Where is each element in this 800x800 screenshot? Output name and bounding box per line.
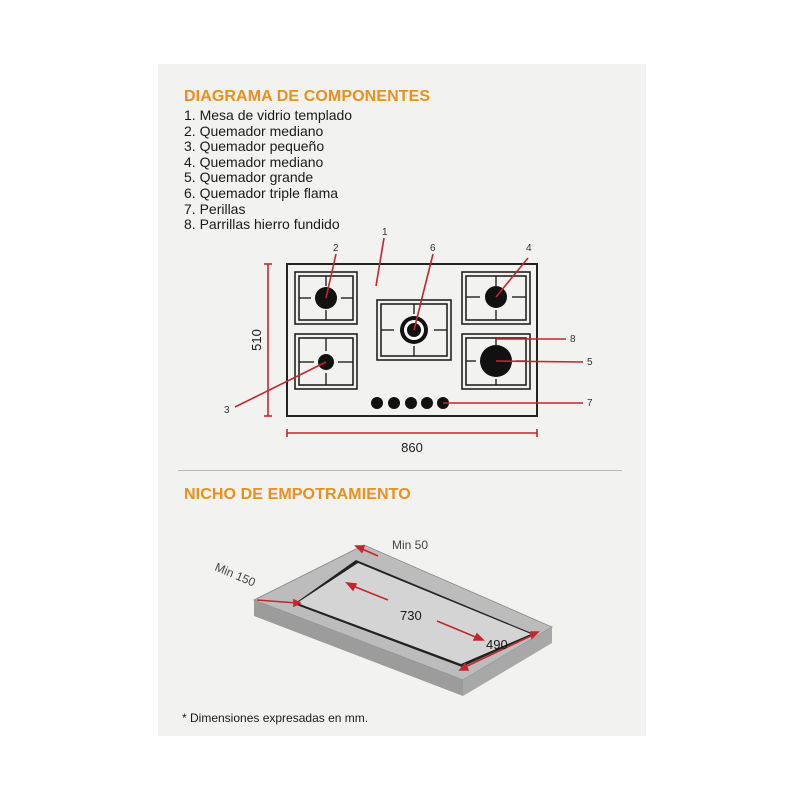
- callout-lines: [234, 237, 584, 408]
- component-item-5: 5. Quemador grande: [184, 169, 314, 186]
- dimension-lines: [264, 263, 538, 437]
- cooktop-outline: [286, 263, 538, 417]
- width-dimension: 860: [401, 440, 423, 455]
- callout-6: 6: [430, 243, 436, 254]
- section-divider: [178, 470, 622, 471]
- footnote: * Dimensiones expresadas en mm.: [182, 711, 369, 725]
- components-list: 1. Mesa de vidrio templado 2. Quemador m…: [184, 107, 353, 233]
- callout-8: 8: [570, 334, 576, 345]
- callout-1: 1: [382, 227, 388, 238]
- cut-width-label: 730: [400, 608, 422, 623]
- height-dimension: 510: [249, 329, 264, 351]
- component-item-4: 4. Quemador mediano: [184, 153, 324, 170]
- countertop-front-face: [254, 600, 463, 696]
- grate-fingers: [299, 276, 526, 385]
- min-back-label: Min 50: [392, 538, 428, 552]
- callout-3: 3: [224, 405, 230, 416]
- component-item-3: 3. Quemador pequeño: [184, 138, 325, 155]
- callout-5: 5: [587, 357, 593, 368]
- components-title: DIAGRAMA DE COMPONENTES: [184, 88, 431, 105]
- cutout-opening: [297, 563, 531, 664]
- component-item-8: 8. Parrillas hierro fundido: [184, 216, 340, 233]
- component-item-6: 6. Quemador triple flama: [184, 184, 339, 201]
- countertop-side-face: [463, 627, 552, 696]
- component-item-2: 2. Quemador mediano: [184, 122, 324, 139]
- callout-2: 2: [333, 243, 339, 254]
- cut-depth-label: 490: [486, 637, 508, 652]
- component-item-1: 1. Mesa de vidrio templado: [184, 107, 353, 123]
- component-item-7: 7. Perillas: [184, 200, 246, 217]
- callout-7: 7: [587, 398, 593, 409]
- callout-4: 4: [526, 243, 532, 254]
- niche-dimension-lines: [256, 545, 540, 671]
- niche-title: NICHO DE EMPOTRAMIENTO: [184, 486, 411, 503]
- min-front-label: Min 150: [213, 560, 258, 590]
